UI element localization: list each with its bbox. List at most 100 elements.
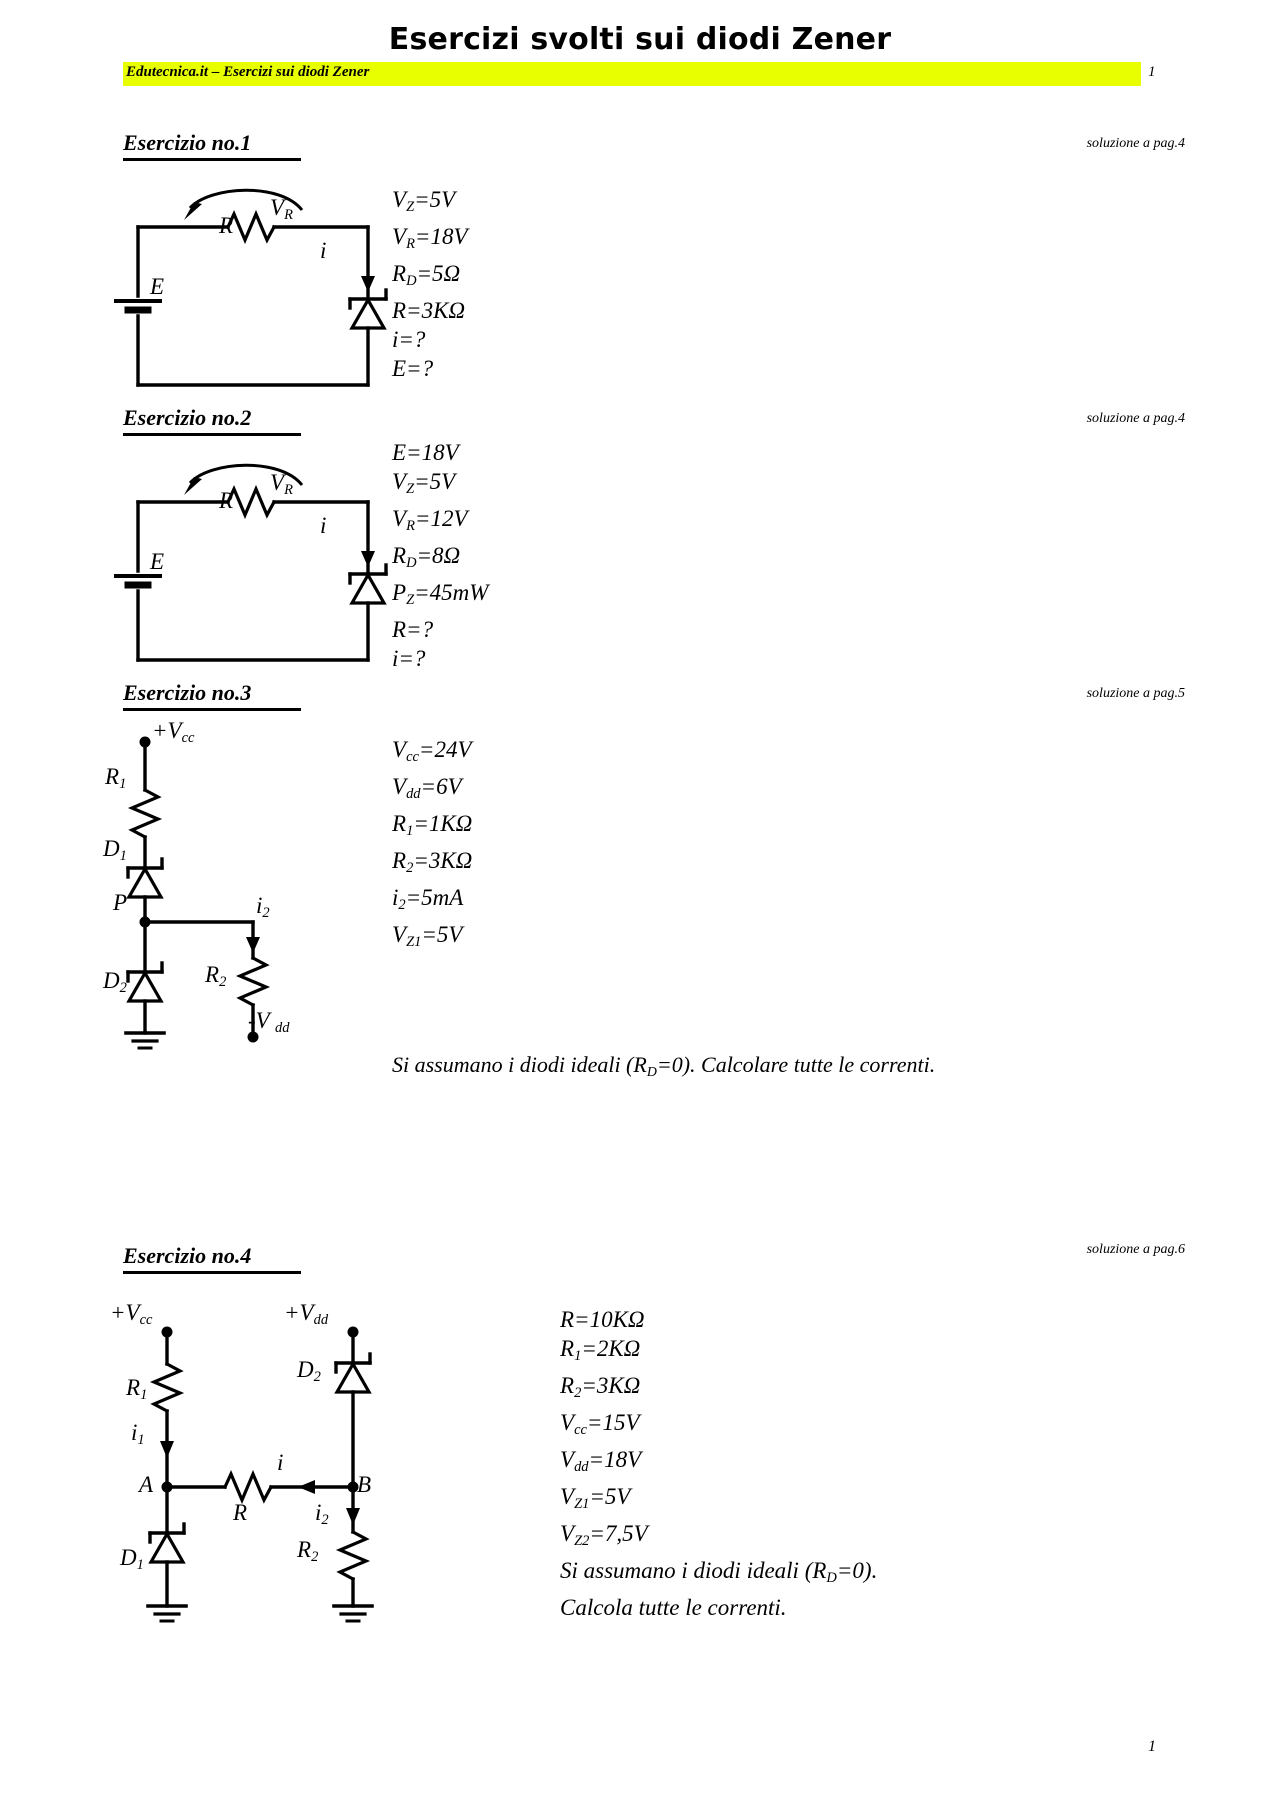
formula-vcc: Vcc=24V [392,737,472,766]
subscript-1: 1 [119,776,127,793]
formula-r2: R2=3KΩ [392,848,473,877]
exercise-2-label-e: E [150,549,165,574]
exercise-2-label-r: R [219,488,234,513]
header-page-number: 1 [1148,64,1156,80]
exercise-4-circuit [146,1326,374,1623]
exercise-4-solution-ref: soluzione a pag.6 [1086,1242,1185,1257]
exercise-3-label-vcc: +Vcc [152,718,195,747]
exercise-4-label-b: B [357,1472,372,1497]
exercise-4-label-r2: R2 [297,1537,319,1566]
subscript-r: R [284,207,293,224]
exercise-3-heading: Esercizio no.3 [123,680,252,705]
exercise-3-label-p: P [113,890,128,915]
formula-r2: R2=3KΩ [560,1373,641,1402]
exercise-1-circuit [114,188,388,387]
exercise-1-label-e: E [150,274,165,299]
exercise-4-label-r1: R1 [126,1375,148,1404]
footer-page-number: 1 [1148,1738,1156,1755]
exercise-1-label-vr: VR [270,195,293,224]
subscript-dd: dd [275,1020,290,1037]
subscript-2: 2 [313,1369,321,1386]
exercise-2-solution-ref: soluzione a pag.4 [1086,411,1185,426]
exercise-3-label-r1: R1 [105,764,127,793]
exercise-4-note-1: Si assumano i diodi ideali (RD=0). [560,1558,878,1587]
formula-rd: RD=5Ω [392,261,461,290]
exercise-3-label-i2: i2 [256,893,270,922]
subscript-cc: cc [139,1312,153,1329]
header-label: Edutecnica.it – Esercizi sui diodi Zener [126,64,370,80]
header-highlight-band [123,62,1141,86]
exercise-2-label-i: i [320,513,327,538]
sub-cc: cc [406,749,419,766]
subscript-2: 2 [321,1512,329,1529]
exercise-3-circuit [124,736,271,1050]
exercise-3-label-vdd: -V dd [248,1008,290,1037]
formula-vz: VZ=5V [392,187,456,216]
formula-i2: i2=5mA [392,885,464,914]
subscript-dd: dd [313,1312,329,1329]
exercise-1-formulas: VZ=5V VR=18V RD=5Ω R=3KΩ i=? E=? [392,185,468,383]
subscript-1: 1 [119,848,127,865]
document-title: Esercizi svolti sui diodi Zener [388,22,892,57]
formula-r: R=3KΩ [392,298,466,324]
sub-2: 2 [574,1385,582,1402]
exercise-4-heading-rule [123,1271,301,1274]
exercise-4-formulas: R=10KΩ R1=2KΩ R2=3KΩ Vcc=15V Vdd=18V VZ1… [560,1305,877,1622]
formula-pz: PZ=45mW [392,580,489,609]
formula-vr: VR=18V [392,224,468,253]
subscript-1: 1 [140,1387,148,1404]
exercise-4-label-i1: i1 [131,1420,145,1449]
formula-vz1: VZ1=5V [392,922,463,951]
sub-cc: cc [574,1422,587,1439]
formula-vz1: VZ1=5V [560,1484,631,1513]
exercise-4-label-i2: i2 [315,1500,329,1529]
exercise-3-solution-ref: soluzione a pag.5 [1086,686,1185,701]
exercise-2-heading: Esercizio no.2 [123,405,252,430]
exercise-4-label-i: i [277,1450,284,1475]
sub-d: D [406,555,417,572]
exercise-4-label-vdd: +Vdd [284,1300,329,1329]
exercise-1-label-r: R [219,213,234,238]
formula-vz: VZ=5V [392,469,456,498]
exercise-1-heading: Esercizio no.1 [123,130,252,155]
formula-vdd: Vdd=18V [560,1447,642,1476]
sub-z: Z [406,199,415,216]
exercise-1-solution-ref: soluzione a pag.4 [1086,136,1185,151]
sub-z: Z [406,481,415,498]
exercise-2-heading-rule [123,433,301,436]
sub-1: 1 [406,823,414,840]
formula-r1: R1=2KΩ [560,1336,641,1365]
sub-d: D [826,1570,837,1587]
sub-z: Z [406,592,415,609]
formula-i: i=? [392,327,426,353]
subscript-2: 2 [219,974,227,991]
formula-i: i=? [392,646,426,672]
exercise-2-circuit [114,463,388,662]
exercise-4-label-vcc: +Vcc [110,1300,153,1329]
formula-vdd: Vdd=6V [392,774,462,803]
formula-e: E=18V [392,440,459,465]
exercise-4-label-d2: D2 [297,1357,321,1386]
sub-z1: Z1 [406,934,422,951]
formula-rd: RD=8Ω [392,543,461,572]
sub-z1: Z1 [574,1496,590,1513]
exercise-2-label-vr: VR [270,470,293,499]
formula-vz2: VZ2=7,5V [560,1521,648,1550]
sub-dd: dd [574,1459,589,1476]
subscript-2: 2 [311,1549,319,1566]
subscript-1: 1 [136,1557,144,1574]
formula-e: E=? [392,356,434,382]
subscript-cc: cc [181,730,195,747]
formula-r: R=? [392,617,434,643]
sub-2: 2 [406,860,414,877]
formula-vr: VR=12V [392,506,468,535]
exercise-3-label-d1: D1 [103,836,127,865]
subscript-2: 2 [119,980,127,997]
sub-r: R [406,518,415,535]
sub-1: 1 [574,1348,582,1365]
sub-dd: dd [406,786,421,803]
exercise-1-heading-rule [123,158,301,161]
sub-d: D [406,273,417,290]
formula-r1: R1=1KΩ [392,811,473,840]
